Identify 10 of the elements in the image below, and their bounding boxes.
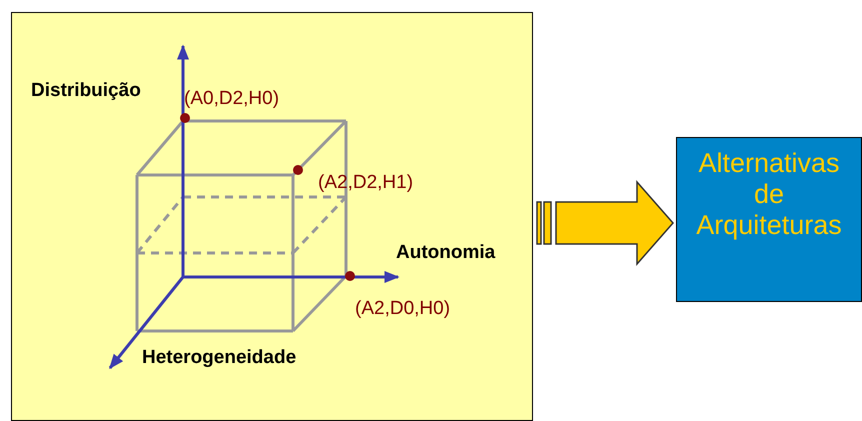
- box-label: Alternativas de Arquiteturas: [695, 147, 843, 241]
- coordinate-label: (A0,D2,H0): [184, 88, 280, 110]
- block-arrow: [536, 180, 674, 266]
- process-box: [676, 137, 862, 302]
- panel-background: [11, 12, 533, 421]
- coordinate-label: (A2,D0,H0): [355, 298, 450, 320]
- axis-label: Heterogeneidade: [142, 347, 296, 369]
- coordinate-label: (A2,D2,H1): [318, 172, 414, 194]
- axis-label: Autonomia: [396, 242, 496, 264]
- axis-label: Distribuição: [31, 80, 141, 102]
